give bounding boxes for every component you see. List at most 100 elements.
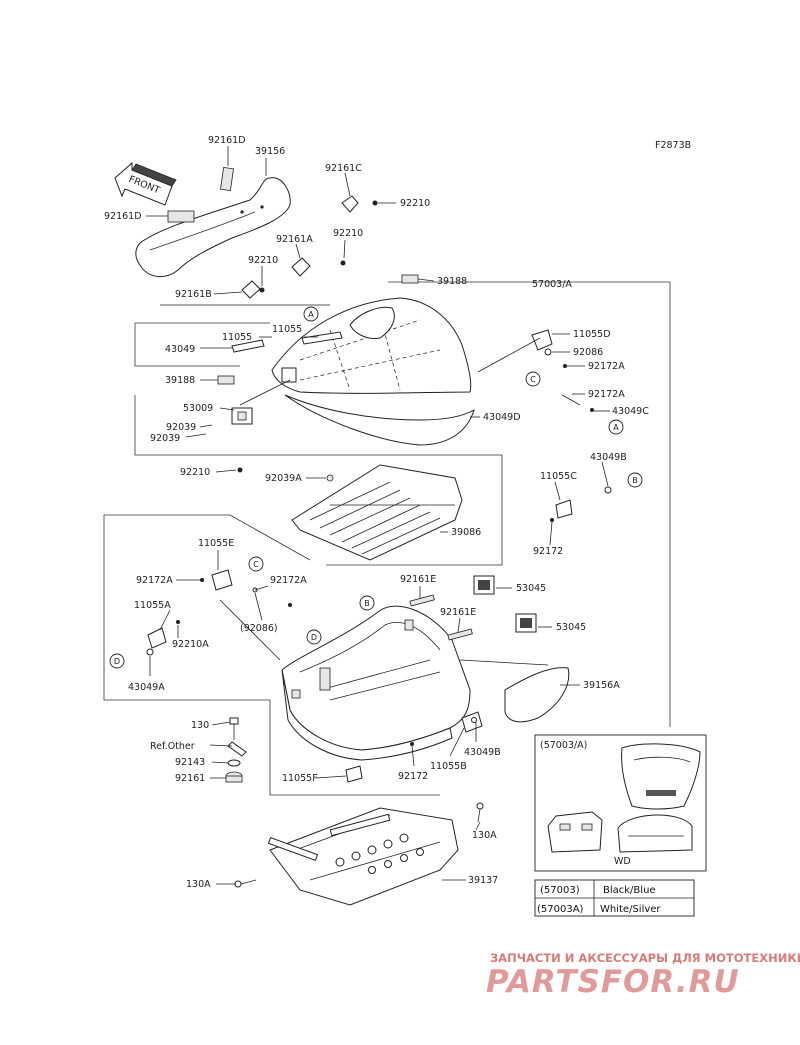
inset-case-rear [617, 814, 693, 853]
table-code-1: (57003A) [537, 904, 584, 915]
assembly-outline-case [103, 515, 440, 796]
screw-92210-b [259, 287, 265, 293]
assembly-outline-lid [388, 281, 671, 727]
label-11055F: 11055F [282, 773, 318, 784]
leader-lines [146, 146, 610, 885]
label-92161E-2: 92161E [440, 607, 476, 618]
label-39188-top: 39188 [437, 276, 467, 287]
screw-92172-b [410, 742, 414, 746]
front-arrow-icon: FRONT [114, 161, 177, 206]
rod-11055 [301, 331, 343, 345]
label-92161D-top: 92161D [208, 135, 246, 146]
inset-panel: (57003/A) WD [534, 734, 707, 872]
label-39156A: 39156A [583, 680, 620, 691]
label-11055B: 11055B [430, 761, 467, 772]
label-11055E: 11055E [198, 538, 234, 549]
screw-92210-a [340, 260, 346, 266]
rod-43049 [231, 339, 265, 353]
top-case-body [281, 605, 471, 761]
label-92039-1: 92039 [166, 422, 196, 433]
tape-39188-top [401, 274, 419, 284]
label-92161A: 92161A [276, 234, 313, 245]
label-43049: 43049 [165, 344, 195, 355]
bolt-130A-left [234, 879, 257, 888]
clip-92161C [341, 195, 359, 213]
fitting-43049B-bot [471, 717, 477, 723]
fitting-43049B-top [604, 486, 612, 494]
fitting-11055F [345, 765, 363, 783]
side-pad-39156A [504, 667, 570, 723]
washer-92143 [227, 759, 241, 767]
label-92039A: 92039A [265, 473, 302, 484]
rod-92172A [561, 394, 581, 406]
label-11055D: 11055D [573, 329, 611, 340]
label-53045-1: 53045 [516, 583, 546, 594]
label-92161: 92161 [175, 773, 205, 784]
clip-92161A [291, 257, 311, 277]
label-92143: 92143 [175, 757, 205, 768]
screw-92172A-1 [563, 364, 567, 368]
label-11055-1: 11055 [222, 332, 252, 343]
fitting-11055D [531, 329, 553, 351]
label-92210-c: 92210 [400, 198, 430, 209]
pad-tape-left [167, 210, 195, 223]
reference-mark-a-upper: A [303, 306, 319, 322]
label-92210-b: 92210 [248, 255, 278, 266]
label-92172-b: 92172 [398, 771, 428, 782]
screw-92210-c [372, 200, 378, 206]
fitting-11055E [211, 569, 233, 591]
assembly-outline-hinge [134, 395, 240, 456]
label-92172A-1: 92172A [588, 361, 625, 372]
table-color-1: White/Silver [600, 904, 661, 915]
label-11055A: 11055A [134, 600, 171, 611]
label-43049B-top: 43049B [590, 452, 627, 463]
leader-line [459, 659, 549, 666]
label-ref-other: Ref.Other [150, 741, 195, 752]
part-labels: F2873B 92161D 39156 92161C 92210 92161D … [104, 135, 691, 890]
label-92161B: 92161B [175, 289, 212, 300]
mark-letter: B [364, 599, 370, 608]
bolt-130A-right [476, 802, 484, 823]
label-92210A: 92210A [172, 639, 209, 650]
fitting-92086 [544, 348, 552, 356]
reference-mark-b-right: B [627, 472, 643, 488]
reference-mark-c-lower: C [248, 556, 264, 572]
fitting-11055A [147, 627, 167, 649]
watermark: ЗАПЧАСТИ И АКСЕССУАРЫ ДЛЯ МОТОТЕХНИКИ PA… [486, 951, 800, 1000]
top-case-lid [271, 297, 475, 446]
label-39156: 39156 [255, 146, 285, 157]
leader-line [477, 337, 541, 373]
label-39137: 39137 [468, 875, 498, 886]
label-92161D-left: 92161D [104, 211, 142, 222]
mark-letter: A [308, 310, 314, 319]
label-92172A-2: 92172A [588, 389, 625, 400]
inset-case-left [547, 811, 603, 853]
reference-mark-a-lower: A [608, 419, 624, 435]
inner-tray-mat [291, 464, 463, 561]
table-color-0: Black/Blue [603, 885, 656, 896]
reference-mark-d-right: D [306, 629, 322, 645]
label-92172A-4: 92172A [270, 575, 307, 586]
inset-case-front [621, 743, 701, 810]
mark-letter: A [613, 423, 619, 432]
mark-letter: C [253, 560, 259, 569]
tape-92161E-2 [447, 628, 473, 641]
assembly-outline-case-top [104, 514, 311, 561]
watermark-logo: PARTSFOR.RU [486, 964, 740, 1000]
assembly-outline-tray [240, 454, 503, 566]
inset-title: (57003/A) [540, 740, 587, 751]
reference-mark-c-upper: C [525, 371, 541, 387]
bolt-130 [229, 717, 239, 740]
label-92161E-1: 92161E [400, 574, 436, 585]
label-53045-2: 53045 [556, 622, 586, 633]
diagram-code: F2873B [655, 140, 691, 151]
label-11055C: 11055C [540, 471, 577, 482]
backrest-pad [135, 177, 291, 277]
lid-hinge-fitting [239, 367, 297, 406]
tape-39188-mid [217, 375, 235, 385]
label-92210-a: 92210 [333, 228, 363, 239]
reference-mark-b-lower: B [359, 595, 375, 611]
inset-caption: WD [614, 856, 631, 867]
